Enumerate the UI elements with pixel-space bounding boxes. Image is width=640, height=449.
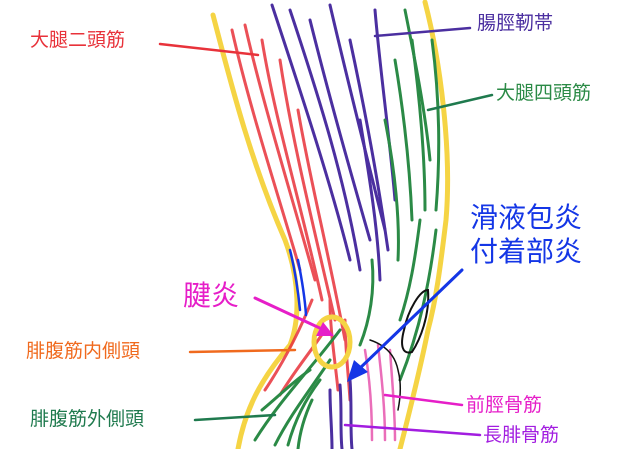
tendon-outline: [369, 339, 402, 411]
label-gastrocnemius-medial: 腓腹筋内側頭: [26, 340, 141, 362]
label-bursitis: 滑液包炎: [470, 201, 583, 234]
leader-quad: [426, 93, 494, 112]
skin-outline-right: [397, 0, 451, 449]
leader-peroneus: [343, 423, 482, 437]
label-enthesitis: 付着部炎: [470, 235, 583, 268]
biceps-femoris-strokes: [230, 23, 352, 402]
label-tibialis-anterior: 前脛骨筋: [466, 394, 543, 416]
arrow-bursitis-head: [347, 360, 368, 382]
gastrocnemius-lateral-strokes: [253, 328, 342, 449]
arrow-tendinitis-head: [316, 322, 334, 336]
tendinitis-circle: [311, 314, 353, 370]
leader-itb: [373, 26, 472, 38]
label-iliotibial-band: 腸脛靭帯: [477, 12, 554, 34]
arrow-tendinitis: [253, 296, 326, 332]
label-gastrocnemius-lateral: 腓腹筋外側頭: [30, 408, 145, 430]
iliotibial-band-strokes: [270, 3, 397, 449]
patella-outline: [401, 288, 430, 354]
leader-gastroc-lat: [193, 413, 277, 422]
label-biceps-femoris: 大腿二頭筋: [30, 29, 126, 51]
popliteus-strokes: [288, 248, 308, 317]
leader-tibialis: [383, 393, 464, 407]
quadriceps-strokes: [358, 8, 441, 382]
arrow-bursitis: [356, 268, 464, 372]
leader-gastroc-med: [188, 348, 297, 354]
label-tendinitis: 腱炎: [183, 279, 240, 312]
label-peroneus-longus: 長腓骨筋: [483, 424, 560, 446]
label-quadriceps: 大腿四頭筋: [496, 82, 592, 104]
leader-biceps: [158, 42, 260, 57]
